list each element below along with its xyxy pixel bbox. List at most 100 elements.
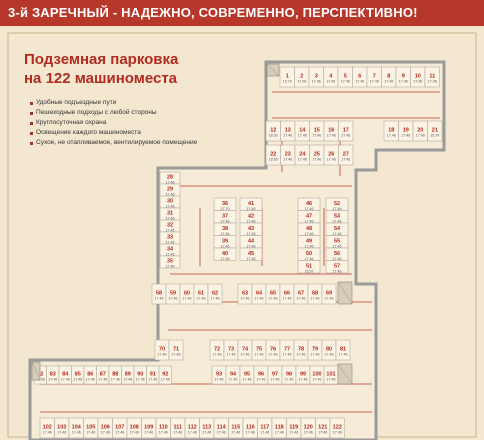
parking-spot-8[interactable]: 817.46	[381, 66, 397, 88]
parking-spot-1[interactable]: 115.79	[279, 66, 295, 88]
parking-spot-6[interactable]: 617.46	[352, 66, 368, 88]
parking-spot-5[interactable]: 517.46	[337, 66, 353, 88]
parking-spot-3[interactable]: 317.46	[308, 66, 324, 88]
parking-spot-7[interactable]: 717.46	[366, 66, 382, 88]
parking-spot-9[interactable]: 917.46	[395, 66, 411, 88]
